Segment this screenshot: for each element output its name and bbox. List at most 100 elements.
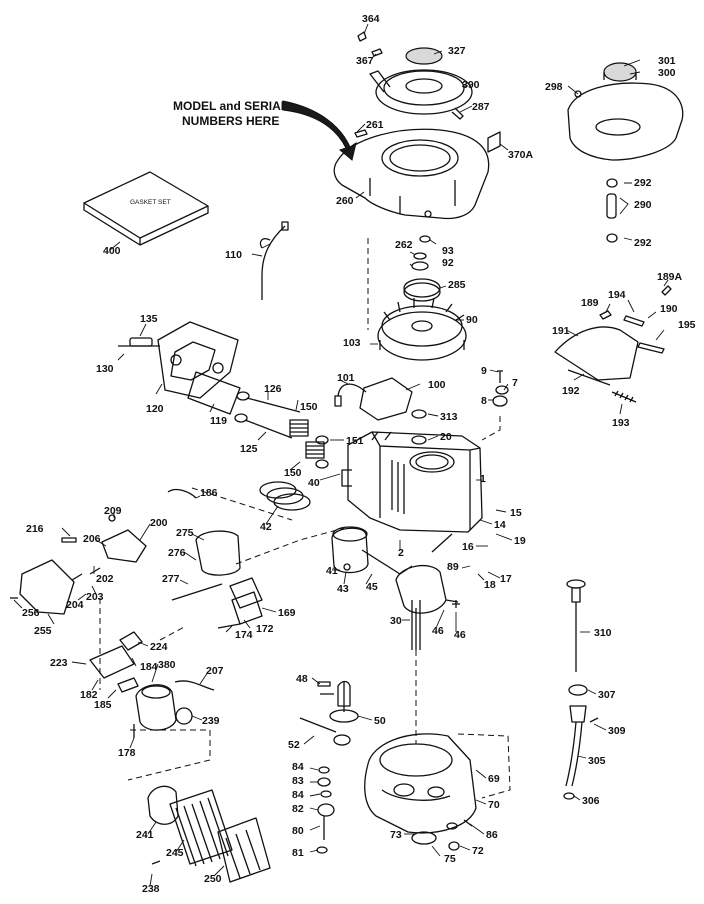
part-label-40: 40 [308,477,320,489]
part-label-185: 185 [94,699,112,711]
part-label-309: 309 [608,725,626,737]
part-label-193: 193 [612,417,630,429]
camshaft [299,680,359,854]
part-label-276: 276 [168,547,186,559]
part-label-364: 364 [362,13,380,25]
part-label-327: 327 [448,45,466,57]
part-label-69: 69 [488,773,500,785]
part-label-390: 390 [462,79,480,91]
part-label-300: 300 [658,67,676,79]
part-label-298: 298 [545,81,563,93]
part-label-82: 82 [292,803,304,815]
gasket-set-box: GASKET SET [83,171,209,246]
part-label-285: 285 [448,279,466,291]
cylinder-block [341,370,509,533]
part-label-255: 255 [34,625,52,637]
part-label-307: 307 [598,689,616,701]
part-label-7: 7 [512,377,518,389]
part-label-45: 45 [366,581,378,593]
blower-housing [333,128,501,220]
part-label-9: 9 [481,365,487,377]
part-label-52: 52 [288,739,300,751]
part-label-18: 18 [484,579,496,591]
part-label-80: 80 [292,825,304,837]
part-label-290: 290 [634,199,652,211]
part-label-172: 172 [256,623,274,635]
part-label-90: 90 [466,314,478,326]
part-label-194: 194 [608,289,626,301]
part-label-30: 30 [390,615,402,627]
ignition-coil [334,377,413,421]
part-label-216: 216 [26,523,44,535]
part-label-261: 261 [366,119,384,131]
part-label-239: 239 [202,715,220,727]
note-line-1: MODEL and SERIAL [173,99,288,113]
part-label-178: 178 [118,747,136,759]
part-label-310: 310 [594,627,612,639]
part-label-189A: 189A [657,271,683,283]
part-label-41: 41 [326,565,338,577]
part-label-120: 120 [146,403,164,415]
part-label-8: 8 [481,395,487,407]
part-label-287: 287 [472,101,490,113]
part-label-186: 186 [200,487,218,499]
part-label-72: 72 [472,845,484,857]
part-label-103: 103 [343,337,361,349]
part-label-204: 204 [66,599,84,611]
part-label-207: 207 [206,665,224,677]
part-label-135: 135 [140,313,158,325]
part-number-labels: 364367327390287261370A260301300298292290… [22,13,696,895]
flywheel-stack [377,235,467,361]
part-label-70: 70 [488,799,500,811]
part-label-2: 2 [398,547,404,559]
part-label-126: 126 [264,383,282,395]
part-label-292b: 292 [634,237,652,249]
part-label-380: 380 [158,659,176,671]
part-label-245: 245 [166,847,184,859]
part-label-92: 92 [442,257,454,269]
part-label-367: 367 [356,55,374,67]
part-label-260: 260 [336,195,354,207]
part-label-16: 16 [462,541,474,553]
part-label-20: 20 [440,431,452,443]
part-label-306: 306 [582,795,600,807]
part-label-42: 42 [260,521,272,533]
part-label-14: 14 [494,519,506,531]
part-label-277: 277 [162,573,180,585]
part-label-119: 119 [210,415,227,427]
part-label-238: 238 [142,883,160,895]
cylinder-head [118,321,241,415]
part-label-19: 19 [514,535,526,547]
part-label-17: 17 [500,573,512,585]
part-label-169: 169 [278,607,296,619]
part-label-46b: 46 [454,629,466,641]
part-label-400: 400 [103,245,121,257]
part-label-224: 224 [150,641,168,653]
part-label-241: 241 [136,829,154,841]
part-label-195: 195 [678,319,696,331]
part-label-262: 262 [395,239,413,251]
part-label-209: 209 [104,505,122,517]
part-label-189: 189 [581,297,599,309]
part-label-151: 151 [346,435,364,447]
part-label-370A: 370A [508,149,534,161]
part-label-15: 15 [510,507,522,519]
part-label-125: 125 [240,443,258,455]
part-label-50: 50 [374,715,386,727]
recoil-starter [357,31,473,120]
model-serial-note: MODEL and SERIAL NUMBERS HERE [173,99,357,161]
part-label-256: 256 [22,607,40,619]
assembly-guide-lines [99,238,511,799]
part-label-301: 301 [658,55,676,67]
part-label-184: 184 [140,661,158,673]
part-label-292: 292 [634,177,652,189]
part-label-48: 48 [296,673,308,685]
part-label-86: 86 [486,829,498,841]
governor-linkage [554,285,672,403]
gasket-set-text: GASKET SET [130,199,171,206]
part-label-250: 250 [204,873,222,885]
part-label-110: 110 [225,249,242,261]
part-label-182: 182 [80,689,98,701]
part-label-100: 100 [428,379,446,391]
